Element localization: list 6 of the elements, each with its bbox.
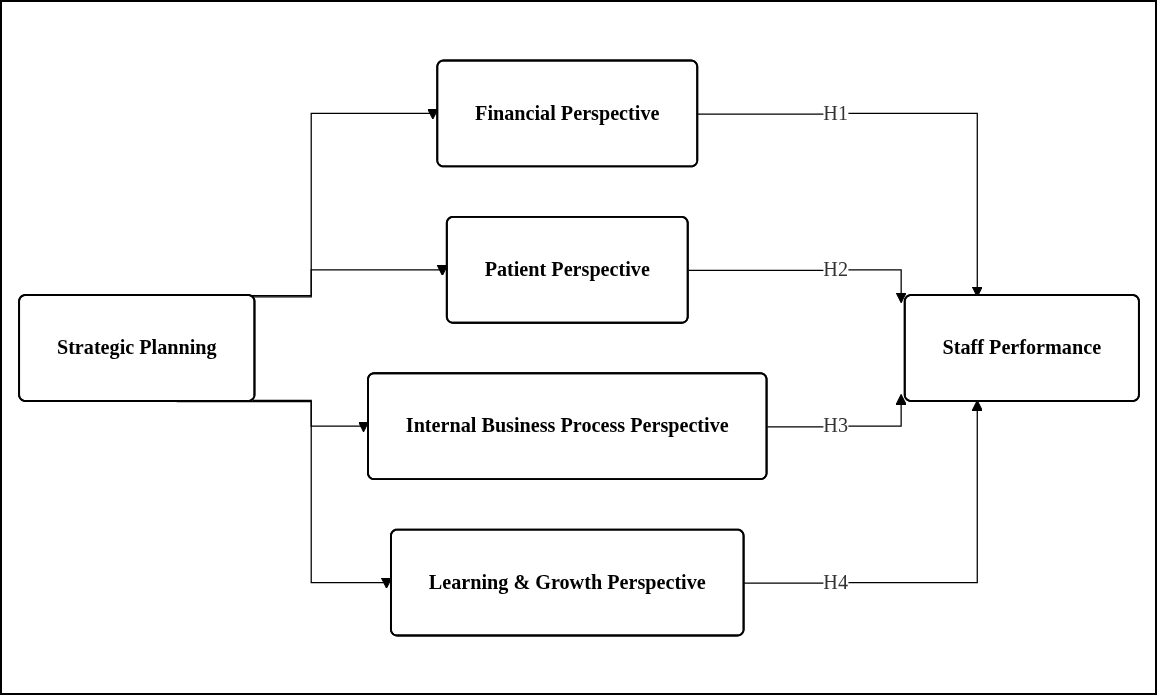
edge-label: H4 [822,570,848,593]
edge-label: H3 [822,414,848,436]
edge-label: H2 [822,257,848,280]
arrow [687,268,907,303]
edge-label: H1 [822,101,848,124]
arrow [743,399,983,584]
